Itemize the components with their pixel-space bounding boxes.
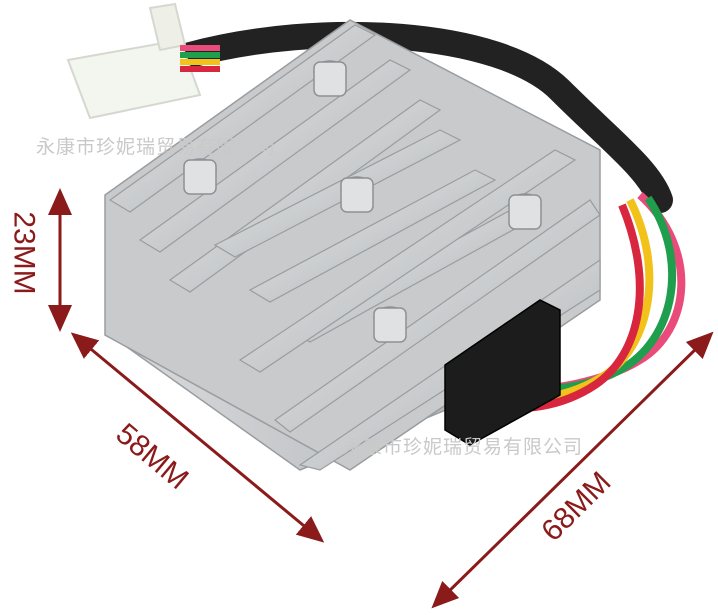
- connector-plug: [66, 2, 220, 120]
- height-dimension-label: 23MM: [7, 211, 41, 295]
- watermark-bottom: 永康市珍妮瑞贸易有限公司: [343, 436, 584, 458]
- watermark-top: 永康市珍妮瑞贸易有限公司: [36, 136, 277, 158]
- dimension-arrows: [48, 188, 714, 609]
